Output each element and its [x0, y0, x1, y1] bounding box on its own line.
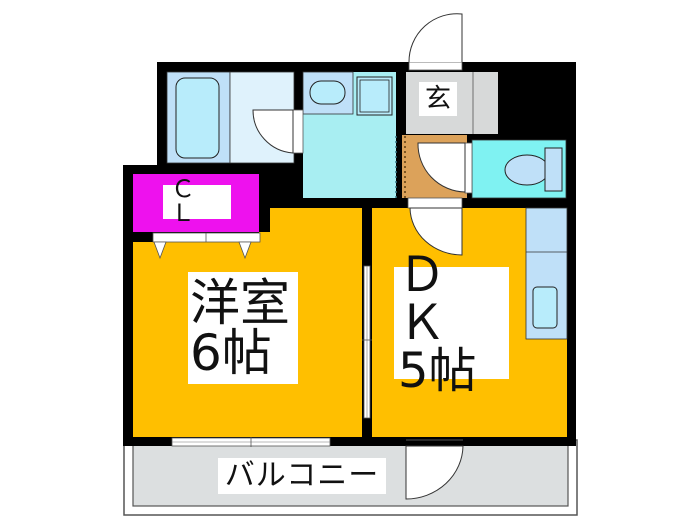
balcony — [123, 439, 578, 516]
dining-kitchen-size: 5帖 — [398, 343, 477, 399]
entrance-door — [408, 13, 463, 71]
western-room-size: 6帖 — [190, 324, 272, 382]
balcony-door — [405, 439, 464, 500]
dk-door — [407, 197, 463, 256]
closet-label: ＣＬ — [163, 178, 231, 226]
bathroom-door — [252, 109, 304, 154]
balcony-window — [171, 437, 331, 447]
toilet-door — [417, 142, 473, 194]
washing-machine-icon — [356, 76, 393, 116]
kitchen-sink-icon — [532, 286, 558, 329]
closet-doors — [152, 232, 261, 260]
washbasin-icon — [309, 80, 346, 105]
dining-kitchen-name: ＤＫ — [398, 247, 465, 351]
western-room-name: 洋室 — [190, 274, 290, 332]
bathtub-icon — [175, 77, 220, 159]
western-room-label: 洋室 6帖 — [188, 272, 298, 384]
dining-kitchen-label: ＤＫ 5帖 — [394, 251, 509, 395]
toilet-room — [471, 139, 567, 199]
toilet-icon — [504, 154, 550, 186]
washroom — [302, 71, 397, 198]
entrance-label: 玄 — [419, 82, 457, 116]
sliding-door-interior — [362, 265, 372, 419]
balcony-label: バルコニー — [218, 458, 386, 494]
